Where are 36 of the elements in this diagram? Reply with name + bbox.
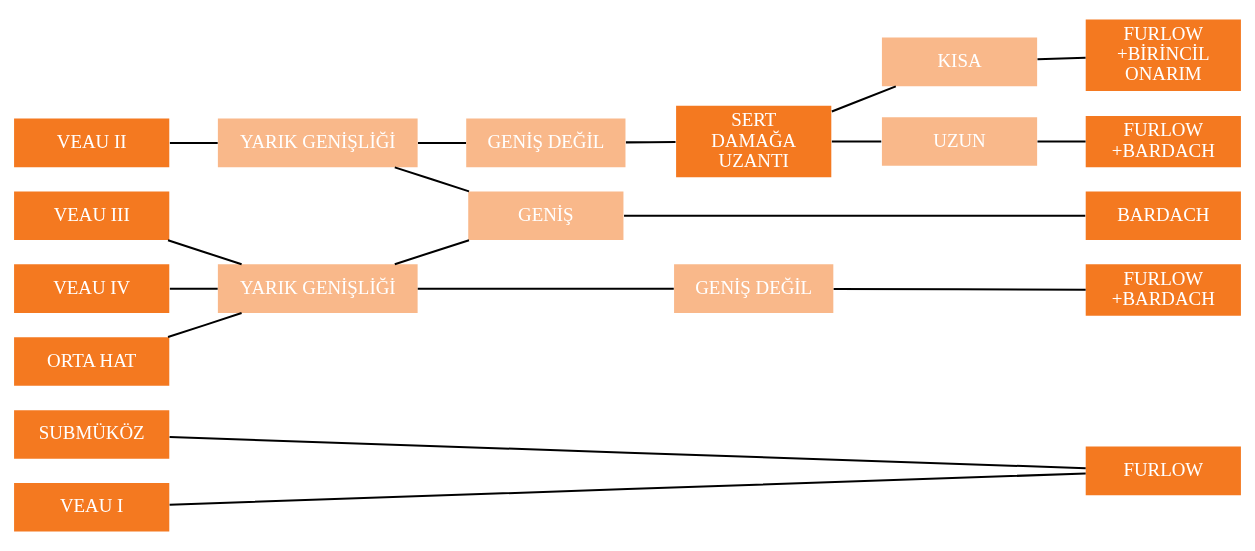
connector (169, 436, 1086, 470)
connector (394, 166, 470, 193)
node-box: VEAU IV (14, 264, 170, 313)
node-box: FURLOW +BARDACH (1085, 115, 1241, 168)
connector (624, 214, 1086, 217)
node-box: UZUN (881, 117, 1038, 166)
node-box: GENİŞ DEĞİL (466, 118, 626, 168)
connector (169, 141, 218, 144)
connector (167, 239, 242, 266)
node-box: FURLOW +BİRİNCİL ONARIM (1085, 19, 1241, 91)
node-box: BARDACH (1085, 191, 1241, 241)
node-box: FURLOW (1085, 446, 1241, 496)
connector (417, 287, 674, 290)
connector (833, 287, 1086, 291)
connector (831, 85, 897, 113)
node-box: GENİŞ DEĞİL (674, 264, 834, 313)
connector (167, 312, 242, 339)
connector (394, 239, 470, 266)
node-box: SERT DAMAĞA UZANTI (676, 105, 832, 178)
node-box: ORTA HAT (14, 337, 170, 386)
node-box: VEAU II (14, 118, 170, 168)
node-box: SUBMÜKÖZ (14, 410, 170, 459)
node-box: FURLOW +BARDACH (1085, 264, 1241, 316)
connector (169, 287, 218, 290)
connector (625, 141, 676, 144)
node-box: VEAU I (14, 483, 170, 532)
connector (831, 140, 882, 143)
connector (417, 141, 466, 144)
connector (1037, 56, 1086, 61)
node-box: VEAU III (14, 191, 170, 241)
node-box: KISA (881, 37, 1038, 87)
connector (169, 472, 1086, 506)
node-box: YARIK GENİŞLİĞİ (217, 264, 418, 313)
node-box: YARIK GENİŞLİĞİ (217, 118, 418, 168)
node-box: GENİŞ (468, 191, 624, 241)
connector (1037, 140, 1086, 143)
